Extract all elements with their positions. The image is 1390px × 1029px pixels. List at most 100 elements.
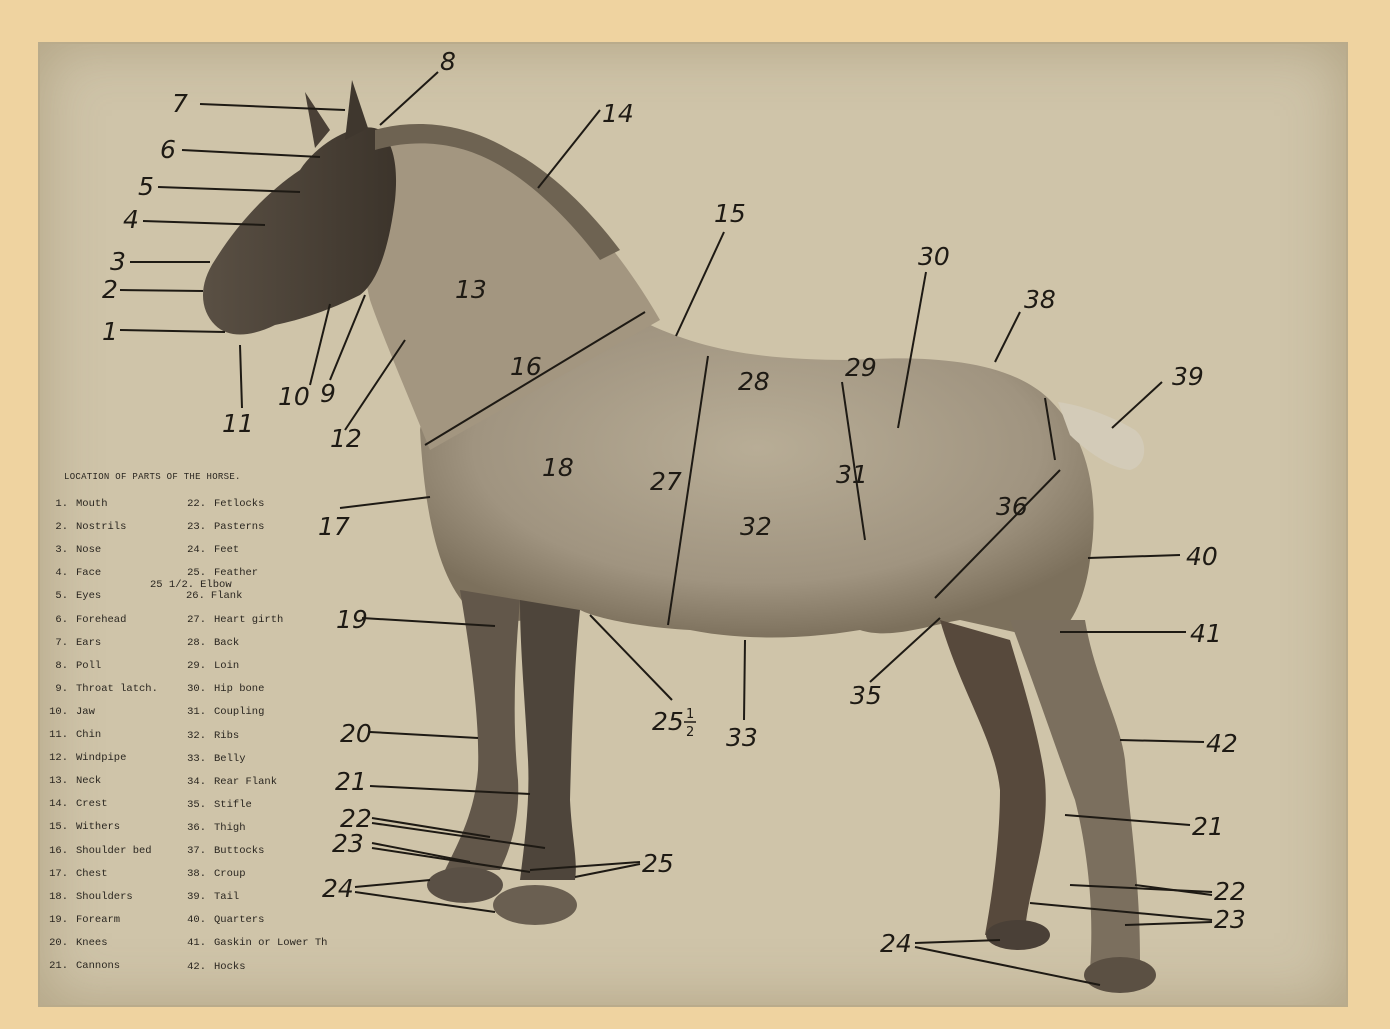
- legend-item-label: Buttocks: [214, 845, 264, 857]
- legend-item-label: Cannons: [76, 960, 120, 972]
- legend-item-number: 30.: [186, 683, 206, 695]
- callout-25-half: 25: [652, 707, 684, 736]
- callout-25-half-frac-top: 1: [686, 707, 694, 722]
- legend-item: 21. Cannons: [42, 960, 120, 972]
- legend-item-label: Poll: [76, 660, 101, 672]
- callout-12: 12: [330, 424, 362, 453]
- legend-item-label: Back: [214, 637, 239, 649]
- callout-9: 9: [320, 379, 336, 408]
- legend-item: 29.Loin: [186, 660, 239, 672]
- callout-21-hind: 21: [1192, 812, 1224, 841]
- legend-item-label: Chest: [76, 868, 108, 880]
- legend-item: 38. Croup: [186, 868, 246, 880]
- legend-item-number: 5.: [42, 590, 68, 602]
- callout-11: 11: [222, 409, 254, 438]
- legend-item-label: Ribs: [214, 730, 239, 742]
- legend-item: 42.Hocks: [186, 961, 246, 973]
- legend-item-number: 3.: [42, 544, 68, 556]
- legend-item: 18.Shoulders: [42, 891, 133, 903]
- legend-item-label: Ears: [76, 637, 101, 649]
- legend-item-number: 34.: [186, 776, 206, 788]
- callout-23-hind: 23: [1214, 905, 1246, 934]
- callout-20: 20: [340, 719, 372, 748]
- callout-17: 17: [318, 512, 350, 541]
- legend-item-number: 10.: [42, 706, 68, 718]
- callout-22-hind: 22: [1214, 877, 1246, 906]
- legend-item-number: 14.: [42, 798, 68, 810]
- callout-6: 6: [160, 135, 176, 164]
- legend-item-label: Neck: [76, 775, 101, 787]
- callout-42: 42: [1206, 729, 1238, 758]
- legend-item-label: Belly: [214, 753, 246, 765]
- legend-item-label: Hocks: [214, 961, 246, 973]
- legend-item-label: Feet: [214, 544, 239, 556]
- callout-27: 27: [650, 467, 682, 496]
- legend-item-label: Pasterns: [214, 521, 264, 533]
- legend-item-number: 38.: [186, 868, 206, 880]
- legend-item-label: Loin: [214, 660, 239, 672]
- legend-item-number: 7.: [42, 637, 68, 649]
- legend-title: LOCATION OF PARTS OF THE HORSE.: [64, 472, 241, 482]
- legend-item: 34. Rear Flank: [186, 776, 277, 788]
- legend-item-number: 18.: [42, 891, 68, 903]
- hoof-front-near: [493, 885, 577, 925]
- legend-item-number: 21.: [42, 960, 68, 972]
- callout-1: 1: [102, 317, 118, 346]
- callout-2: 2: [102, 275, 118, 304]
- legend-item: 12.Windpipe: [42, 752, 126, 764]
- legend-item-label: Eyes: [76, 590, 101, 602]
- legend-item-label: Stifle: [214, 799, 252, 811]
- callout-21-front: 21: [335, 767, 367, 796]
- legend-item: 26. Flank: [186, 590, 242, 602]
- legend-item-number: 28.: [186, 637, 206, 649]
- legend-item-number: 23.: [186, 521, 206, 533]
- legend-item-label: Mouth: [76, 498, 108, 510]
- legend-item: 11.Chin: [42, 729, 101, 741]
- callout-5: 5: [138, 172, 154, 201]
- legend-item: 5. Eyes: [42, 590, 101, 602]
- callout-41: 41: [1190, 619, 1222, 648]
- legend-item-number: 40.: [186, 914, 206, 926]
- legend-item-number: 26.: [186, 590, 205, 602]
- legend-item-number: 25.: [186, 567, 206, 579]
- legend-item-label: Feather: [214, 567, 258, 579]
- legend-item-label: Jaw: [76, 706, 95, 718]
- legend-item: 35. Stifle: [186, 799, 252, 811]
- legend-item-label: Nostrils: [76, 521, 126, 533]
- callout-23-front: 23: [332, 829, 364, 858]
- callout-28: 28: [738, 367, 770, 396]
- horse-ear-left: [305, 92, 330, 148]
- legend-item-number: 39.: [186, 891, 206, 903]
- legend-item-label: Rear Flank: [214, 776, 277, 788]
- hoof-hind-far: [986, 920, 1050, 950]
- legend-item: 33. Belly: [186, 753, 246, 765]
- legend-item: 40. Quarters: [186, 914, 264, 926]
- legend-item-number: 19.: [42, 914, 68, 926]
- callout-3: 3: [110, 247, 126, 276]
- legend-item-label: Quarters: [214, 914, 264, 926]
- legend-item: 3.Nose: [42, 544, 101, 556]
- legend-item-number: 24.: [186, 544, 206, 556]
- legend-item-label: Croup: [214, 868, 246, 880]
- legend-item-number: 2.: [42, 521, 68, 533]
- legend-item-number: 35.: [186, 799, 206, 811]
- legend-item-number: 33.: [186, 753, 206, 765]
- legend-item: 28. Back: [186, 637, 239, 649]
- legend-item: 25. Feather: [186, 567, 258, 579]
- legend-item: 30.Hip bone: [186, 683, 264, 695]
- legend-item: 17.Chest: [42, 868, 108, 880]
- legend-item-label: Flank: [211, 590, 243, 602]
- legend-item-label: Windpipe: [76, 752, 126, 764]
- legend-item: 13.Neck: [42, 775, 101, 787]
- legend-item-label: Face: [76, 567, 101, 579]
- legend-item-number: 6.: [42, 614, 68, 626]
- legend-item: 2. Nostrils: [42, 521, 126, 533]
- legend-item-label: Gaskin or Lower Th: [214, 937, 327, 949]
- callout-35: 35: [850, 681, 882, 710]
- legend-item-label: Heart girth: [214, 614, 283, 626]
- legend-item: 19.Forearm: [42, 914, 120, 926]
- legend-item-label: Fetlocks: [214, 498, 264, 510]
- callout-24-front: 24: [322, 874, 354, 903]
- legend-item: 22.Fetlocks: [186, 498, 264, 510]
- legend-item-label: Coupling: [214, 706, 264, 718]
